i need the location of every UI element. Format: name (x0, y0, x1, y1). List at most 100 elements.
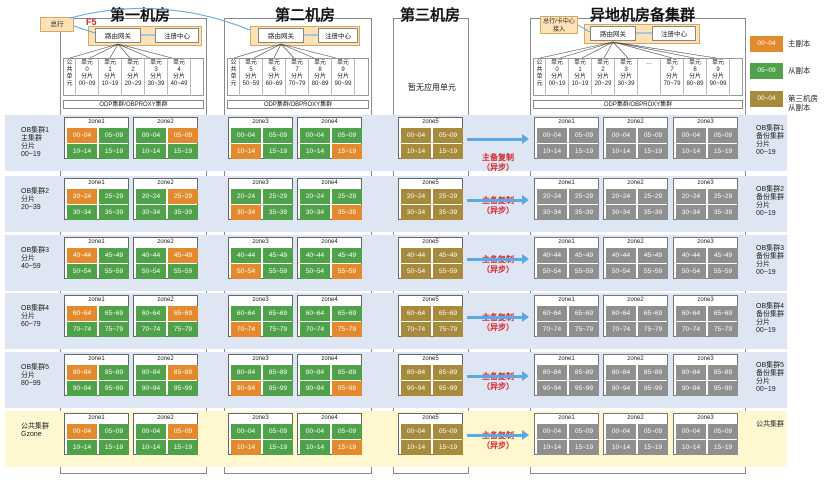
replication-arrow (467, 371, 529, 381)
zone-name: zone1 (88, 415, 105, 421)
shard-cell: 20~24 (300, 189, 330, 204)
unit-column: 公 共 单 元 (228, 59, 240, 96)
legend-swatch: 00~04 (750, 36, 783, 52)
zone-name: zone2 (157, 119, 174, 125)
shard-cell: 55~59 (332, 264, 362, 279)
legend-swatch: 00~04 (750, 91, 783, 107)
shard-cell: 60~64 (231, 306, 261, 321)
shard-cell: 15~19 (433, 144, 463, 159)
shard-cell: 45~49 (263, 248, 293, 263)
shard-cell: 60~64 (300, 306, 330, 321)
shard-cell: 45~49 (332, 248, 362, 263)
backup-shard-cell: 90~94 (676, 381, 706, 396)
remote-odp: ODP集群/OBPROXY集群 (533, 100, 743, 109)
zone-name: zone2 (627, 180, 644, 186)
unit-column: 单元 9 分片 90~99 (332, 59, 355, 96)
backup-shard-cell: 55~59 (708, 264, 738, 279)
backup-shard-cell: 85~89 (708, 365, 738, 380)
shard-cell: 00~04 (136, 128, 166, 143)
shard-cell: 95~99 (168, 381, 198, 396)
shard-cell: 35~39 (433, 205, 463, 220)
shard-cell: 15~19 (263, 144, 293, 159)
unit-column: 单元 7 分片 70~79 (661, 59, 684, 96)
cluster-label: OB集群2 分片 20~39 (21, 188, 50, 211)
backup-shard-cell: 15~19 (569, 440, 599, 455)
legend-label: 从副本 (788, 66, 811, 75)
shard-cell: 00~04 (136, 424, 166, 439)
shard-cell: 05~09 (263, 128, 293, 143)
backup-shard-cell: 05~09 (569, 424, 599, 439)
zone-name: zone1 (558, 119, 575, 125)
unit-column: 单元 5 分片 50~59 (240, 59, 263, 96)
backup-shard-cell: 05~09 (569, 128, 599, 143)
shard-cell: 60~64 (136, 306, 166, 321)
zone-name: zone3 (697, 180, 714, 186)
backup-shard-cell: 95~99 (569, 381, 599, 396)
shard-cell: 05~09 (263, 424, 293, 439)
shard-cell: 05~09 (433, 424, 463, 439)
zone-name: zone1 (88, 356, 105, 362)
r2-gateway: 路由网关 (258, 28, 304, 43)
shard-cell: 95~99 (99, 381, 129, 396)
shard-cell: 05~09 (99, 128, 129, 143)
shard-cell: 10~14 (67, 440, 97, 455)
shard-cell: 20~24 (401, 189, 431, 204)
shard-cell: 25~29 (99, 189, 129, 204)
backup-shard-cell: 25~29 (638, 189, 668, 204)
r1-odp: ODP集群/OBPROXY集群 (63, 100, 204, 109)
shard-cell: 05~09 (332, 424, 362, 439)
backup-shard-cell: 70~74 (537, 322, 567, 337)
backup-shard-cell: 70~74 (606, 322, 636, 337)
backup-cluster-label: 公共集群 (756, 421, 784, 428)
zone-name: zone5 (422, 239, 439, 245)
zone-name: zone1 (558, 356, 575, 362)
backup-shard-cell: 55~59 (569, 264, 599, 279)
shard-cell: 20~24 (136, 189, 166, 204)
backup-shard-cell: 30~34 (676, 205, 706, 220)
unit-column: 单元 2 分片 20~29 (592, 59, 615, 96)
backup-shard-cell: 00~04 (606, 424, 636, 439)
shard-cell: 05~09 (433, 128, 463, 143)
replication-arrow (467, 195, 529, 205)
zone-name: zone4 (321, 180, 338, 186)
backup-shard-cell: 35~39 (638, 205, 668, 220)
zone-name: zone3 (697, 119, 714, 125)
replication-arrow (467, 430, 529, 440)
shard-cell: 10~14 (231, 144, 261, 159)
zone-name: zone2 (157, 356, 174, 362)
r3-note: 暂无应用单元 (408, 83, 456, 92)
shard-cell: 00~04 (67, 424, 97, 439)
cluster-label: OB集群4 分片 60~79 (21, 305, 50, 328)
shard-cell: 90~94 (67, 381, 97, 396)
shard-cell: 05~09 (168, 424, 198, 439)
shard-cell: 45~49 (99, 248, 129, 263)
shard-cell: 35~39 (332, 205, 362, 220)
backup-shard-cell: 30~34 (606, 205, 636, 220)
backup-shard-cell: 60~64 (676, 306, 706, 321)
shard-cell: 00~04 (401, 128, 431, 143)
backup-shard-cell: 20~24 (606, 189, 636, 204)
zone-name: zone2 (627, 297, 644, 303)
zone-name: zone5 (422, 356, 439, 362)
replication-label: 主备复制 （异步） (482, 153, 514, 172)
shard-cell: 75~79 (99, 322, 129, 337)
legend-swatch: 05~09 (750, 63, 783, 79)
zone-name: zone2 (627, 239, 644, 245)
backup-shard-cell: 95~99 (708, 381, 738, 396)
shard-cell: 85~89 (168, 365, 198, 380)
